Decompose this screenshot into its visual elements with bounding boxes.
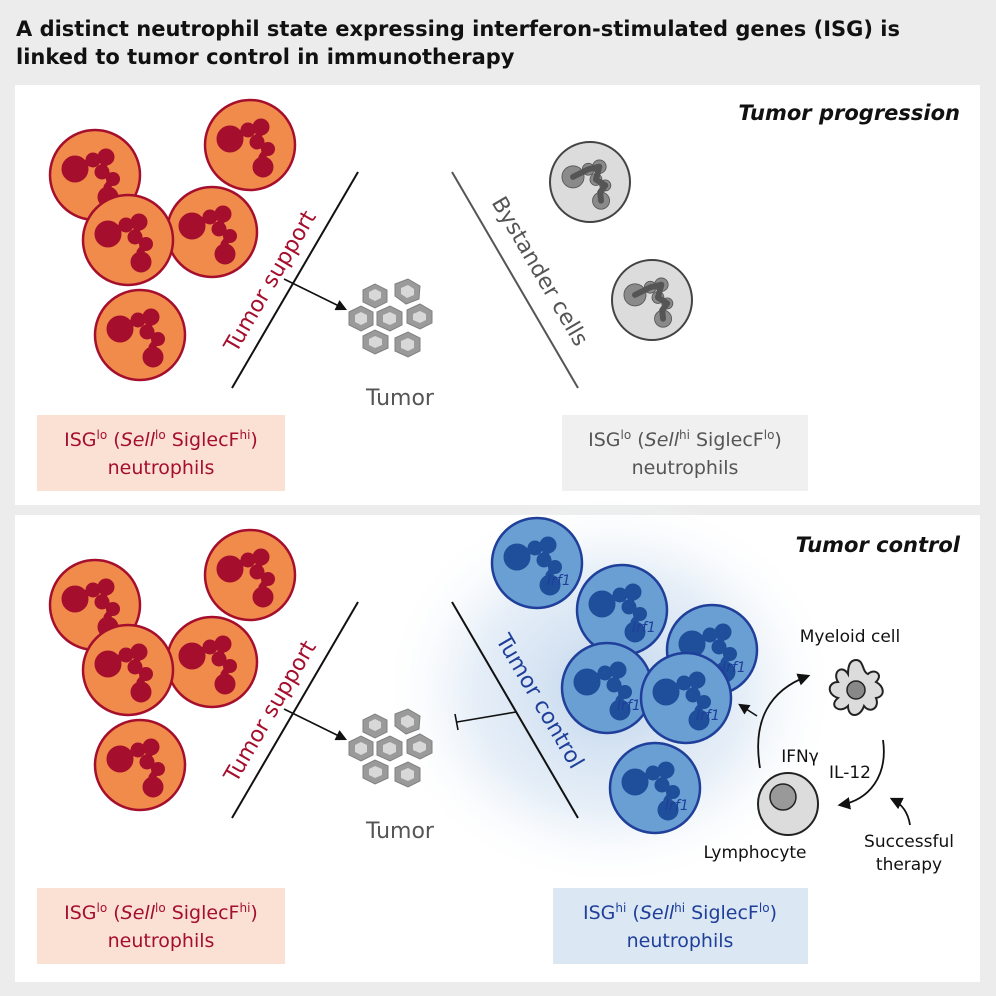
ifng-label: IFNγ bbox=[781, 747, 819, 767]
gray-neutrophil bbox=[612, 260, 692, 340]
tumor-support-line bbox=[231, 171, 359, 389]
myeloid-label: Myeloid cell bbox=[800, 627, 900, 647]
bottom-left-label-box bbox=[37, 888, 285, 964]
orange-neutrophil bbox=[205, 530, 295, 620]
bottom-right-label-box bbox=[553, 888, 808, 964]
bottom-right-label-line1: ISGhi (Sellhi SiglecFlo) bbox=[583, 901, 777, 924]
il12-label: IL-12 bbox=[829, 763, 871, 783]
bottom-heading: Tumor control bbox=[796, 533, 961, 557]
irf1-label: Irf1 bbox=[632, 620, 656, 636]
blue-neutrophil bbox=[562, 643, 652, 733]
orange-neutrophil bbox=[83, 195, 173, 285]
orange-neutrophil bbox=[167, 617, 257, 707]
bottom-left-label-line2: neutrophils bbox=[108, 930, 215, 952]
bottom-left-label-line1: ISGlo (Selllo SiglecFhi) bbox=[64, 901, 258, 924]
lymphocyte-label: Lymphocyte bbox=[703, 843, 806, 863]
top-left-label-box bbox=[37, 415, 285, 491]
irf1-label: Irf1 bbox=[617, 698, 641, 714]
blue-neutrophil bbox=[610, 743, 700, 833]
irf1-label: Irf1 bbox=[665, 798, 689, 814]
top-left-label-line1: ISGlo (Selllo SiglecFhi) bbox=[64, 428, 258, 451]
title-line-2: linked to tumor control in immunotherapy bbox=[16, 45, 515, 69]
orange-neutrophil bbox=[205, 100, 295, 190]
activation-arrow bbox=[738, 703, 758, 717]
tumor-label: Tumor bbox=[365, 386, 435, 411]
top-heading: Tumor progression bbox=[738, 101, 960, 125]
irf1-label: Irf1 bbox=[722, 660, 746, 676]
tumor-control-line bbox=[451, 601, 579, 819]
therapy-arrow bbox=[889, 797, 911, 826]
top-right-label-line2: neutrophils bbox=[632, 457, 739, 479]
il12-arrow bbox=[837, 739, 885, 810]
tumor-support-line bbox=[231, 601, 359, 819]
tumor-label: Tumor bbox=[365, 819, 435, 844]
top-left-label-line2: neutrophils bbox=[108, 457, 215, 479]
blue-neutrophil bbox=[492, 518, 582, 608]
gray-neutrophil bbox=[550, 142, 630, 222]
title-line-1: A distinct neutrophil state expressing i… bbox=[16, 17, 900, 41]
top-right-label-box bbox=[562, 415, 808, 491]
ifng-arrow bbox=[757, 673, 811, 769]
inhibition-line bbox=[454, 711, 517, 731]
lymphocyte-icon bbox=[757, 772, 819, 836]
myeloid-cell-icon bbox=[828, 658, 884, 716]
bottom-right-label-line2: neutrophils bbox=[627, 930, 734, 952]
therapy-label-line2: therapy bbox=[876, 855, 942, 875]
orange-neutrophil bbox=[167, 187, 257, 277]
orange-neutrophil bbox=[83, 625, 173, 715]
support-arrow bbox=[283, 278, 348, 311]
top-right-label-line1: ISGlo (Sellhi SiglecFlo) bbox=[588, 428, 782, 451]
blue-neutrophil bbox=[577, 565, 667, 655]
support-arrow bbox=[283, 708, 348, 741]
blue-neutrophil bbox=[641, 653, 731, 743]
irf1-label: Irf1 bbox=[696, 708, 720, 724]
orange-neutrophil bbox=[95, 720, 185, 810]
orange-neutrophil bbox=[95, 290, 185, 380]
therapy-label-line1: Successful bbox=[864, 832, 954, 852]
bystander-line bbox=[451, 171, 579, 389]
irf1-label: Irf1 bbox=[547, 573, 571, 589]
